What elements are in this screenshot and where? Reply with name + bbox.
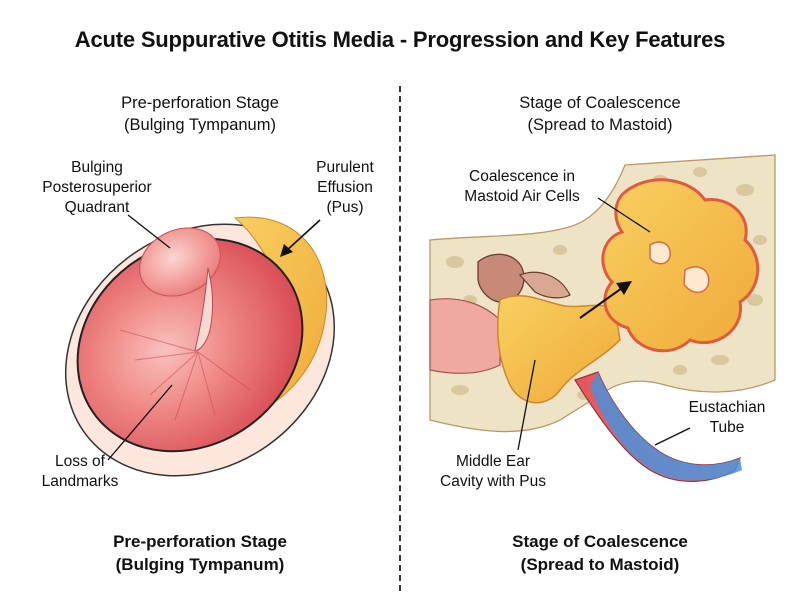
right-footer-line1: Stage of Coalescence — [512, 532, 688, 551]
left-panel-footer: Pre-perforation Stage (Bulging Tympanum) — [35, 530, 365, 576]
leader-bulging — [127, 214, 171, 249]
ossicle-malleus — [477, 253, 525, 303]
label-eustachian-tube: Eustachian Tube — [688, 399, 766, 436]
vessel-streaks — [119, 329, 251, 421]
middle-ear-pus — [496, 294, 621, 404]
left-footer-line2: (Bulging Tympanum) — [115, 555, 285, 574]
bulging-quadrant — [139, 227, 221, 297]
label-coalescence: Coalescence in Mastoid Air Cells — [464, 168, 580, 205]
tympanic-membrane — [76, 237, 304, 453]
label-purulent-effusion: Purulent Effusion (Pus) — [316, 159, 374, 216]
spread-arrow-shaft — [579, 287, 623, 319]
label-loss-of-landmarks: Loss of Landmarks — [41, 453, 119, 490]
bulging-tympanum-illustration — [64, 214, 336, 477]
mastoid-pus-coalescence — [601, 178, 760, 353]
coalescence-cavities — [649, 241, 710, 294]
right-footer-line2: (Spread to Mastoid) — [520, 555, 680, 574]
spread-arrowhead — [616, 281, 632, 295]
leader-landmarks — [107, 384, 173, 461]
left-heading-line1: Pre-perforation Stage — [121, 94, 279, 112]
external-ear-canal — [429, 298, 501, 374]
leader-pus — [284, 219, 321, 253]
malleus-handle — [194, 267, 214, 351]
ossicle-incus — [518, 271, 571, 299]
leader-eustachian — [654, 427, 691, 446]
panel-divider — [399, 86, 401, 591]
leader-middle-ear — [517, 359, 536, 451]
label-bulging-quadrant: Bulging Posterosuperior Quadrant — [42, 159, 152, 216]
right-heading-line1: Stage of Coalescence — [519, 94, 681, 112]
right-heading-line2: (Spread to Mastoid) — [527, 116, 673, 134]
right-panel-heading: Stage of Coalescence (Spread to Mastoid) — [435, 92, 765, 136]
page-title: Acute Suppurative Otitis Media - Progres… — [74, 27, 726, 52]
left-panel-heading: Pre-perforation Stage (Bulging Tympanum) — [35, 92, 365, 136]
left-heading-line2: (Bulging Tympanum) — [124, 116, 276, 134]
left-footer-line1: Pre-perforation Stage — [113, 532, 287, 551]
mastoid-coalescence-illustration — [429, 154, 776, 482]
label-middle-ear: Middle Ear Cavity with Pus — [440, 453, 546, 490]
leader-coalescence — [597, 197, 651, 233]
eustachian-vessel — [590, 372, 742, 481]
arrowhead-pus — [280, 244, 293, 257]
right-panel-footer: Stage of Coalescence (Spread to Mastoid) — [435, 530, 765, 576]
